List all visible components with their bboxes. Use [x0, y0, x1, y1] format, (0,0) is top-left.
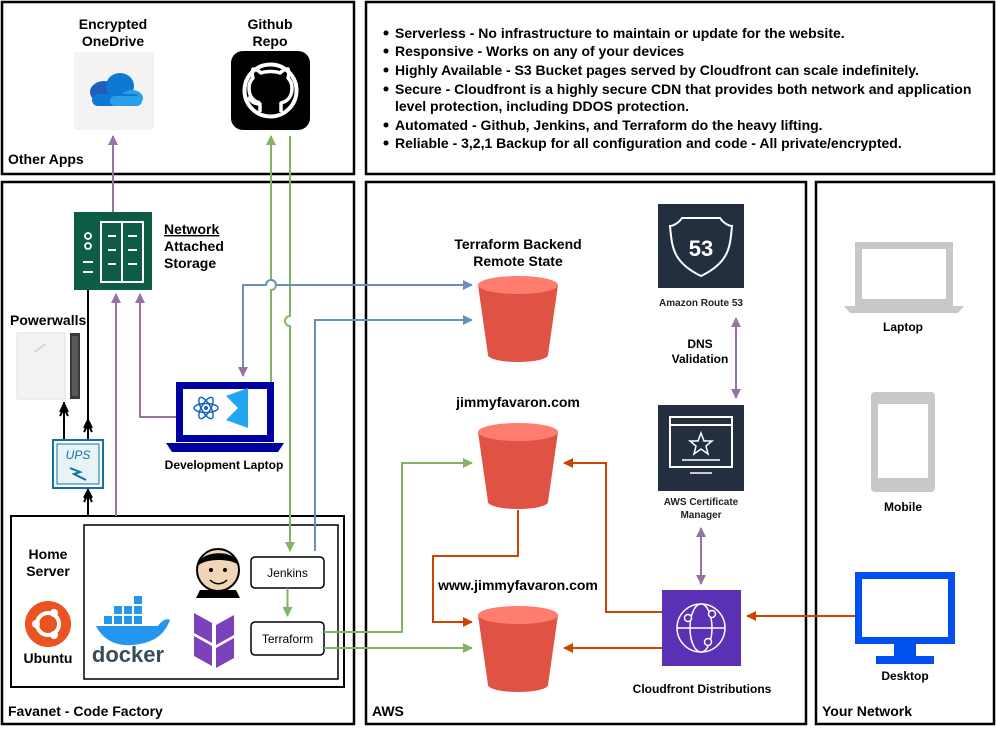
panel-favanet — [0, 180, 356, 726]
nas-label-line1: Network — [164, 221, 219, 237]
github-label-line1: Github — [247, 16, 292, 32]
bullet — [383, 140, 389, 146]
ups-icon — [52, 439, 104, 489]
certificate-manager-icon — [658, 405, 744, 491]
panel-title-your-network: Your Network — [822, 703, 912, 719]
docker-label: docker — [92, 642, 165, 667]
dev-laptop-label: Development Laptop — [165, 458, 284, 472]
route53-icon — [658, 204, 744, 288]
desktop-icon — [855, 572, 955, 664]
s3-bucket-icon — [478, 423, 558, 509]
tf-backend-label-line2: Remote State — [473, 253, 563, 269]
github-label-line2: Repo — [253, 33, 288, 49]
onedrive-label-line1: Encrypted — [79, 16, 147, 32]
panel-aws — [364, 180, 808, 726]
feature-item: Responsive - Works on any of your device… — [395, 43, 684, 59]
connector-laptop-tfbackend — [238, 279, 473, 377]
home-server-box — [10, 515, 345, 688]
feature-item-continued: level protection, including DDOS protect… — [395, 98, 689, 114]
ubuntu-label: Ubuntu — [24, 650, 73, 666]
terraform-box — [250, 621, 325, 656]
panel-title-other-apps: Other Apps — [8, 151, 84, 167]
mobile-label: Mobile — [884, 500, 922, 514]
connector-cloudfront-bucket1 — [563, 458, 662, 613]
bullet — [383, 30, 389, 36]
panel-features — [364, 0, 996, 176]
ubuntu-icon — [25, 601, 71, 647]
home-server-inner — [83, 524, 339, 680]
connector-laptop-nas — [135, 293, 176, 418]
feature-item: Highly Available - S3 Bucket pages serve… — [395, 62, 919, 78]
mobile-icon — [871, 392, 935, 492]
dns-label-line1: DNS — [687, 337, 712, 351]
nas-label-line3: Storage — [164, 255, 216, 271]
powerwalls-label: Powerwalls — [10, 312, 86, 328]
route53-label: Amazon Route 53 — [659, 298, 743, 309]
ups-label: UPS — [66, 448, 91, 462]
laptop-label: Laptop — [883, 320, 923, 334]
nas-label-line2: Attached — [164, 238, 224, 254]
panel-title-favanet: Favanet - Code Factory — [8, 703, 163, 719]
desktop-label: Desktop — [881, 669, 928, 683]
tf-backend-label-line1: Terraform Backend — [454, 236, 581, 252]
s3-bucket-icon — [478, 276, 558, 362]
feature-item: Serverless - No infrastructure to mainta… — [395, 25, 845, 41]
bullet — [383, 122, 389, 128]
jenkins-label: Jenkins — [267, 566, 308, 580]
connector-terraform-bucket1 — [324, 458, 473, 633]
onedrive-icon — [74, 52, 154, 130]
jenkins-icon — [196, 548, 240, 598]
bullet — [383, 86, 389, 92]
power-lines — [59, 290, 93, 516]
acm-label-line2: Manager — [680, 510, 721, 521]
bucket1-label: jimmyfavaron.com — [455, 394, 580, 410]
docker-icon — [96, 596, 170, 646]
s3-bucket-icon — [478, 606, 558, 692]
home-server-label-line1: Home — [29, 546, 68, 562]
panel-other-apps — [0, 0, 356, 176]
onedrive-label-line2: OneDrive — [82, 33, 144, 49]
connector-bucket1-bucket2 — [432, 510, 519, 627]
cloudfront-icon — [662, 590, 741, 666]
acm-label-line1: AWS Certificate — [664, 497, 739, 508]
github-icon — [231, 51, 310, 130]
feature-item: Secure - Cloudfront is a highly secure C… — [395, 81, 971, 97]
route53-number: 53 — [689, 236, 713, 261]
bullet — [383, 48, 389, 54]
connector-jenkins-tfbackend — [314, 315, 473, 551]
feature-item: Reliable - 3,2,1 Backup for all configur… — [395, 135, 902, 151]
cloudfront-label: Cloudfront Distributions — [633, 682, 772, 696]
home-server-label-line2: Server — [26, 563, 70, 579]
terraform-label: Terraform — [262, 632, 313, 646]
bullet — [383, 67, 389, 73]
bucket2-label: www.jimmyfavaron.com — [437, 577, 598, 593]
nas-icon — [74, 212, 152, 290]
panel-your-network — [814, 180, 996, 726]
laptop-icon — [844, 242, 964, 313]
features-list: Serverless - No infrastructure to mainta… — [383, 25, 971, 151]
dev-laptop-icon — [166, 382, 284, 452]
dns-label-line2: Validation — [672, 352, 729, 366]
powerwall-icon — [16, 332, 80, 400]
panel-title-aws: AWS — [372, 703, 404, 719]
terraform-icon — [194, 613, 234, 668]
connector-github-jenkins — [284, 136, 295, 552]
feature-item: Automated - Github, Jenkins, and Terrafo… — [395, 117, 823, 133]
